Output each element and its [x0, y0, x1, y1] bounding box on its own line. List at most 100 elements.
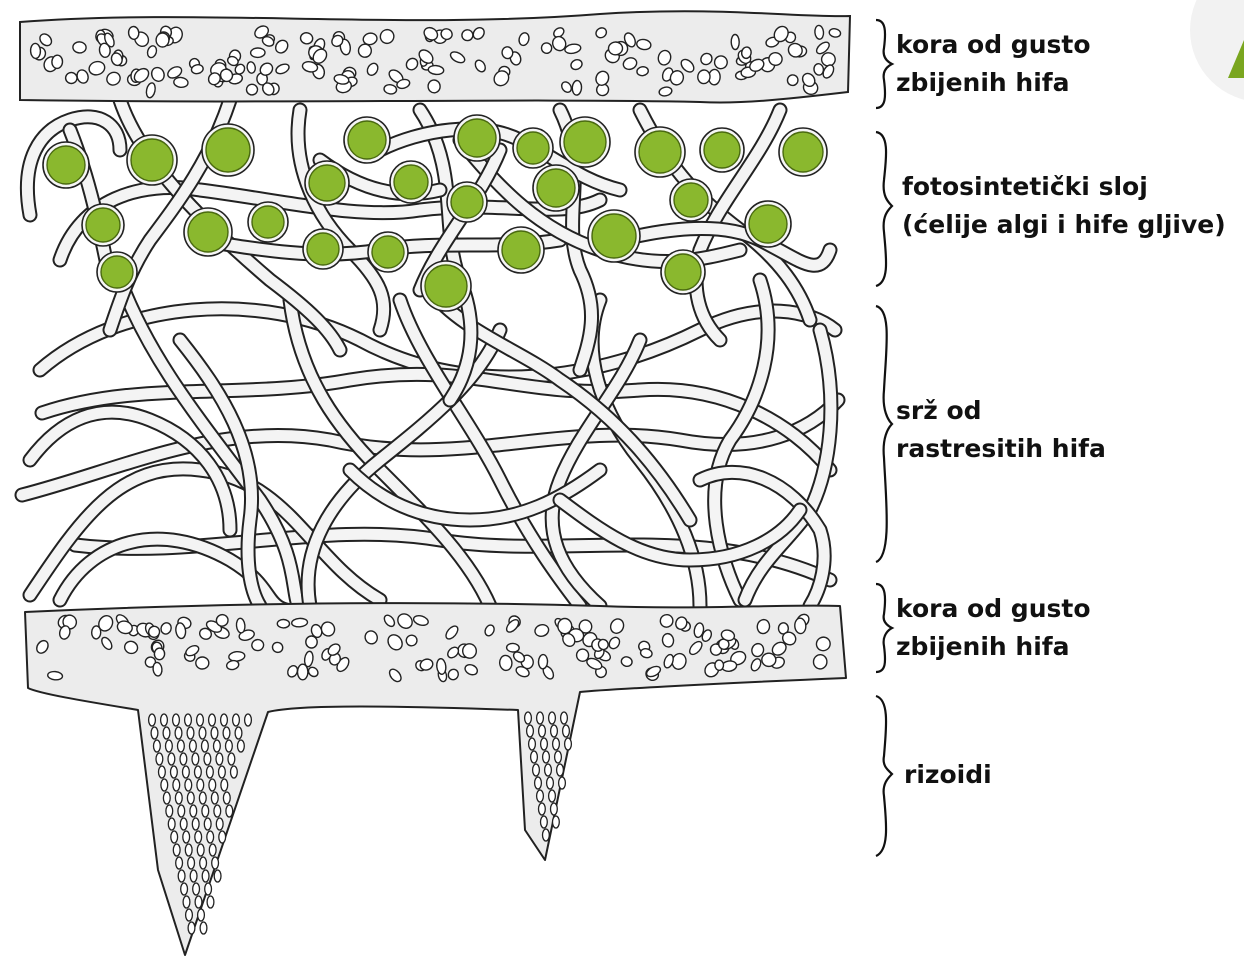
rhizoid-cell [187, 792, 194, 804]
rhizoid-cell [235, 727, 242, 739]
cortex-cell [156, 33, 169, 47]
rhizoid-cell [159, 766, 166, 778]
rhizoid-cell [245, 714, 252, 726]
rhizoid-cell [549, 790, 556, 802]
corner-badge-icon [1190, 0, 1244, 102]
rhizoid-cell [221, 714, 228, 726]
rhizoid-cell [551, 725, 558, 737]
rhizoid-cell [173, 844, 180, 856]
rhizoid-cell [193, 883, 200, 895]
label-medulla: srž od rastresitih hifa [896, 392, 1106, 468]
rhizoid-cell [195, 766, 202, 778]
rhizoid-cell [202, 740, 209, 752]
rhizoid-cell [200, 922, 207, 934]
rhizoid-cell [199, 792, 206, 804]
rhizoid-cell [183, 831, 190, 843]
rhizoid-cell [209, 844, 216, 856]
rhizoid-cell [178, 870, 185, 882]
rhizoid-cell [202, 805, 209, 817]
rhizoid-cell [223, 792, 230, 804]
rhizoid-cell [214, 870, 221, 882]
rhizoid-cell [537, 712, 544, 724]
rhizoid-cell [559, 777, 566, 789]
alga-cell-14 [394, 165, 428, 199]
rhizoid-cell [561, 712, 568, 724]
rhizoid-cell [198, 909, 205, 921]
rhizoid-cell [541, 816, 548, 828]
rhizoid-cell [557, 764, 564, 776]
rhizoid-cell [175, 792, 182, 804]
rhizoid-cell [207, 766, 214, 778]
rhizoid-cell [197, 714, 204, 726]
brace-bottom-cortex [876, 584, 892, 672]
rhizoid-cell [214, 805, 221, 817]
rhizoid-cell [543, 751, 550, 763]
brace-photosynthetic [876, 132, 892, 286]
rhizoid-cell [188, 922, 195, 934]
label-rhizoids-line-1: rizoidi [904, 756, 992, 794]
rhizoid-cell [183, 766, 190, 778]
rhizoid-cell [188, 857, 195, 869]
rhizoid-cell [185, 779, 192, 791]
rhizoid-cell [216, 753, 223, 765]
alga-cell-18 [749, 205, 787, 243]
alga-cell-12 [252, 206, 284, 238]
cortex-cell [154, 648, 165, 660]
cortex-cell [298, 664, 308, 680]
rhizoid-cell [547, 777, 554, 789]
rhizoid-cell [192, 753, 199, 765]
lower-cortex-and-rhizoids [25, 603, 846, 955]
alga-cell-11 [188, 212, 228, 252]
rhizoid-cell [231, 766, 238, 778]
label-photosynthetic-line-2: (ćelije algi i hife gljive) [902, 206, 1226, 244]
cortex-cell [572, 80, 582, 95]
rhizoid-cell [175, 727, 182, 739]
rhizoid-cell [211, 727, 218, 739]
alga-cell-3 [206, 128, 250, 172]
label-lower-cortex-line-1: kora od gusto [896, 590, 1091, 628]
cortex-cell [462, 29, 474, 41]
rhizoid-cell [529, 738, 536, 750]
rhizoid-cell [207, 896, 214, 908]
rhizoid-cell [151, 727, 158, 739]
rhizoid-cell [181, 883, 188, 895]
cortex-cell [761, 653, 776, 667]
cortex-cell [251, 639, 264, 651]
rhizoid-cell [192, 818, 199, 830]
rhizoid-cell [149, 714, 156, 726]
rhizoid-cell [190, 805, 197, 817]
alga-cell-15 [451, 186, 483, 218]
rhizoid-cell [209, 779, 216, 791]
cortex-cell [608, 42, 623, 56]
rhizoid-cell [565, 738, 572, 750]
rhizoid-cell [555, 751, 562, 763]
rhizoid-cell [180, 818, 187, 830]
cortex-cell [731, 34, 739, 49]
rhizoid-cell [207, 831, 214, 843]
cortex-cell [277, 619, 289, 628]
cortex-cell [128, 26, 139, 40]
rhizoid-cell [173, 779, 180, 791]
rhizoid-cell [186, 909, 193, 921]
rhizoid-cell [539, 803, 546, 815]
label-lower-cortex-line-2: zbijenih hifa [896, 628, 1091, 666]
cortex-cell [506, 643, 519, 652]
rhizoid-cell [199, 727, 206, 739]
layer-braces [876, 20, 892, 856]
cortex-cell [821, 52, 836, 67]
rhizoid-cell [195, 831, 202, 843]
brace-rhizoids [876, 696, 892, 856]
rhizoid-cell [156, 753, 163, 765]
rhizoid-cell [543, 829, 550, 841]
alga-cell-8 [704, 132, 740, 168]
rhizoid-cell [541, 738, 548, 750]
rhizoid-cell [545, 764, 552, 776]
rhizoid-cell [533, 764, 540, 776]
rhizoid-cell [205, 883, 212, 895]
alga-cell-4 [348, 121, 386, 159]
rhizoid-cell [197, 844, 204, 856]
alga-cell-7 [639, 131, 681, 173]
rhizoid-cell [216, 818, 223, 830]
rhizoid-cell [168, 818, 175, 830]
label-upper-cortex-line-2: zbijenih hifa [896, 64, 1091, 102]
